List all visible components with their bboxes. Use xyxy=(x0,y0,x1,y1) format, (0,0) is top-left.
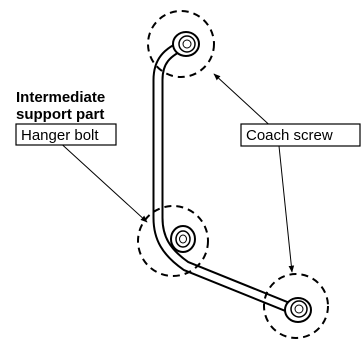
grab-bar xyxy=(152,38,306,318)
coach-screw-arrow-bottom xyxy=(278,145,295,273)
middle-dashed-circle xyxy=(137,205,209,277)
top-dashed-circle xyxy=(147,10,215,78)
coach-screw-box xyxy=(240,123,361,147)
bottom-dashed-circle xyxy=(263,273,329,339)
hanger-bolt-arrow xyxy=(55,138,148,223)
hanger-bolt-label: Hanger bolt xyxy=(21,127,99,144)
coach-screw-arrow-top xyxy=(213,73,277,132)
middle-mount xyxy=(170,225,196,253)
coach-screw-label: Coach screw xyxy=(246,127,333,144)
intermediate-label-line1: Intermediate xyxy=(16,89,105,106)
bottom-mount xyxy=(284,297,312,323)
intermediate-label-line2: support part xyxy=(16,106,104,123)
hanger-bolt-box xyxy=(15,123,117,146)
top-mount xyxy=(172,31,200,57)
